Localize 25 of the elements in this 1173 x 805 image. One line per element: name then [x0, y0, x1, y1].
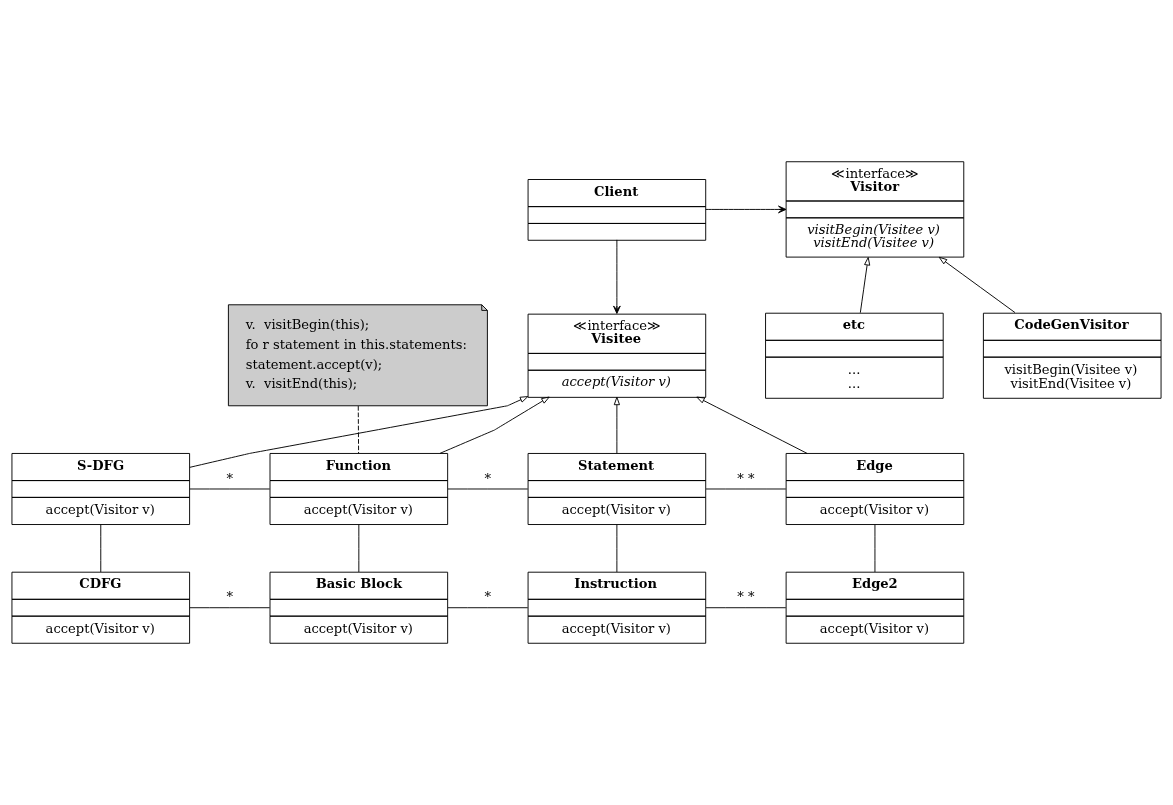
connector	[447, 488, 529, 490]
connector	[874, 524, 876, 573]
connector	[705, 488, 787, 490]
connector	[100, 524, 102, 573]
arrow	[189, 396, 529, 468]
arrow	[439, 396, 550, 454]
connector	[358, 524, 360, 573]
edge-label: *	[484, 589, 492, 605]
connector	[616, 524, 618, 573]
connector	[357, 405, 360, 454]
connector	[189, 488, 271, 490]
arrow	[696, 396, 808, 454]
edge-label: *	[226, 470, 234, 486]
arrow	[938, 256, 1016, 314]
edge-label: * *	[737, 589, 755, 605]
arrow	[613, 239, 621, 314]
arrow	[705, 205, 787, 214]
connector	[189, 607, 271, 609]
edge-label: * *	[737, 470, 755, 486]
edge-label: *	[484, 470, 492, 486]
connector	[447, 607, 529, 609]
arrow	[613, 396, 620, 454]
edge-label: *	[226, 589, 234, 605]
arrow	[859, 257, 871, 314]
connector	[705, 607, 787, 609]
